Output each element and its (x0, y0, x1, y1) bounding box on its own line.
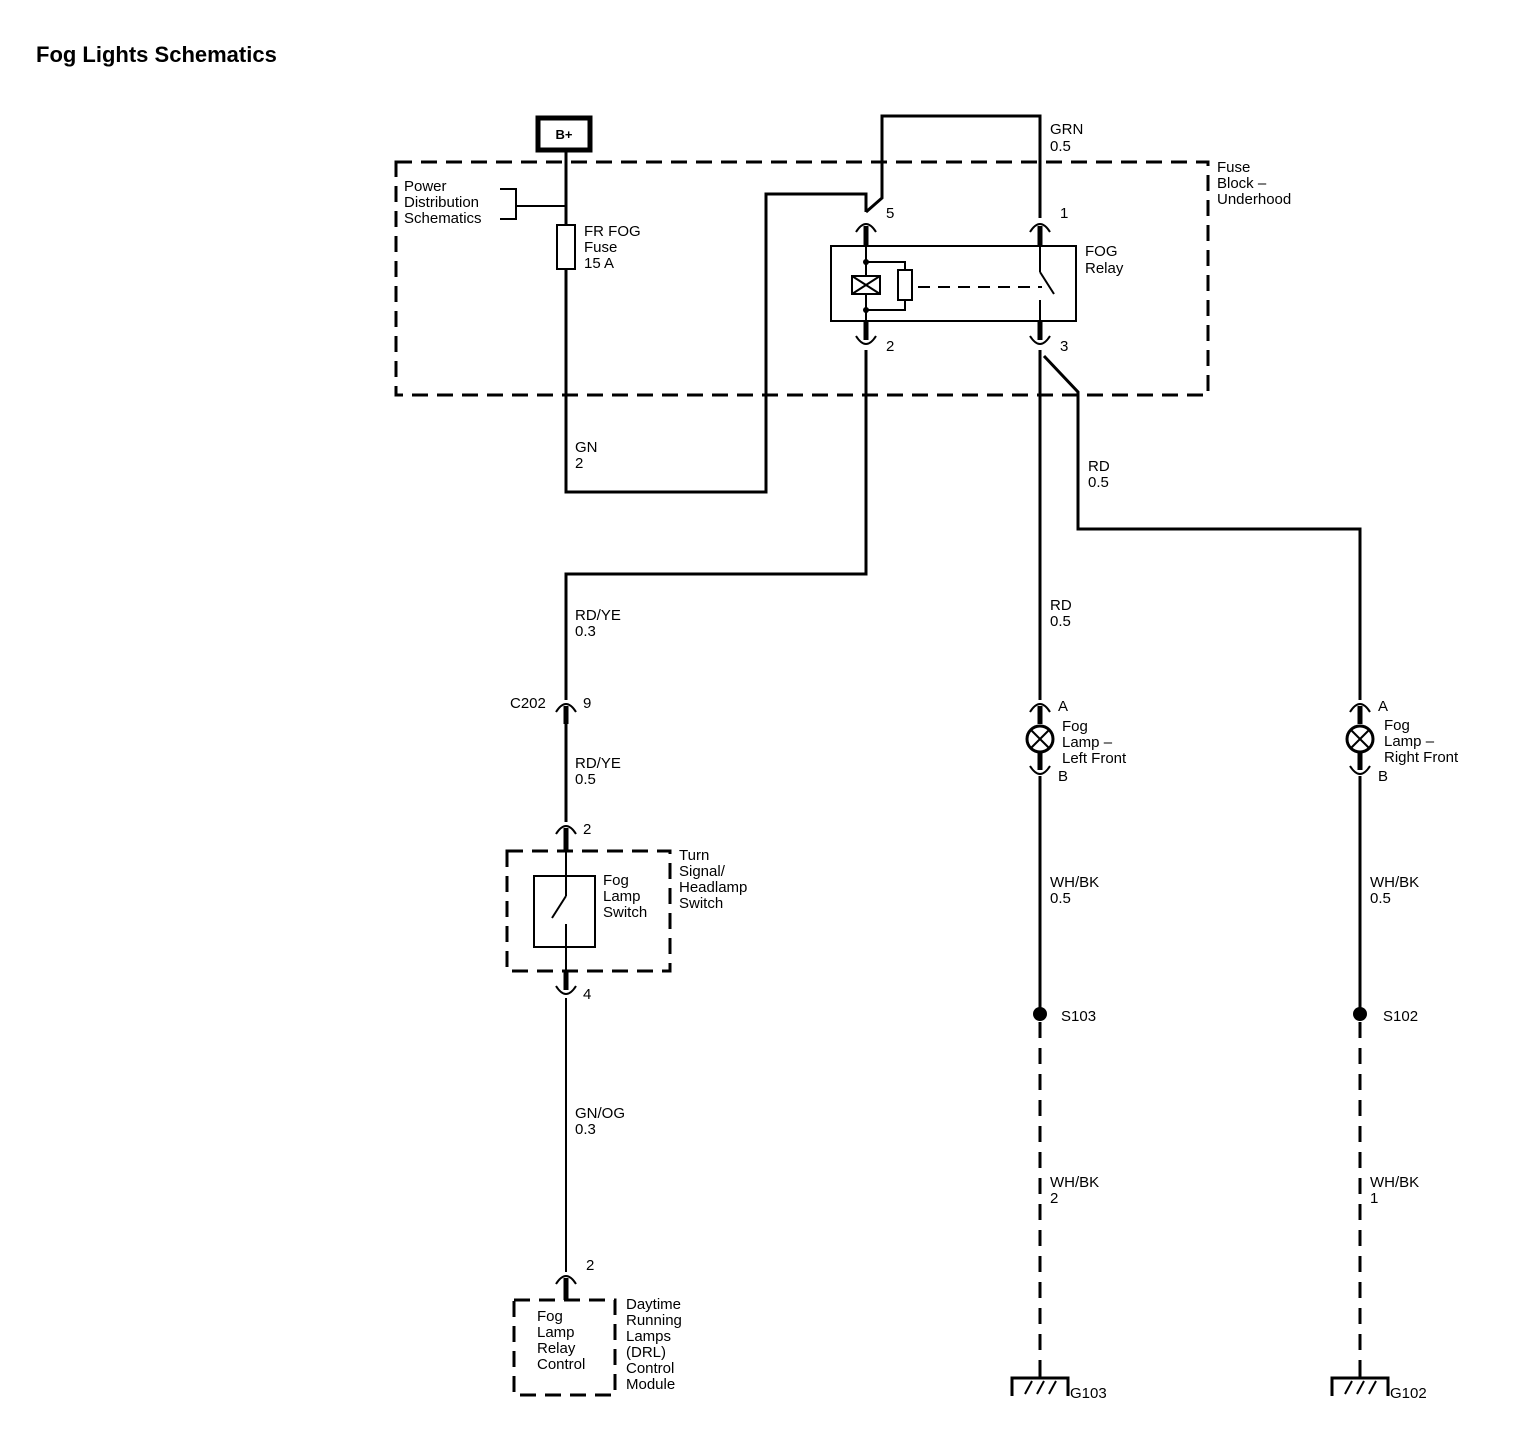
relay-coil (851, 246, 1042, 321)
wire-label-wh-bk-left: WH/BK 0.5 (1050, 874, 1103, 907)
wire-gn-2 (564, 150, 868, 494)
relay-pin-3-label: 3 (1060, 338, 1068, 355)
left-lamp-pin-a: A (1058, 698, 1068, 715)
wire-grn-05 (865, 114, 1042, 218)
splice-s102 (1353, 1007, 1367, 1021)
power-distribution-bracket (500, 188, 566, 220)
fog-lamp-switch-label: Fog Lamp Switch (603, 872, 647, 921)
battery-positive-source: B+ (535, 115, 593, 153)
switch-pin-4-label: 4 (583, 986, 591, 1003)
relay-pin-3-connector (1029, 321, 1051, 345)
relay-switch-contact (1039, 246, 1055, 321)
right-lamp-pin-b: B (1378, 768, 1388, 785)
power-distribution-label: Power Distribution Schematics (404, 178, 483, 227)
relay-pin-5-label: 5 (886, 205, 894, 222)
splice-s103 (1033, 1007, 1047, 1021)
relay-pin-2-connector (855, 321, 877, 345)
drl-control-module-boundary (512, 1298, 617, 1397)
splice-s103-label: S103 (1061, 1008, 1096, 1025)
wire-label-gn: GN 2 (575, 439, 602, 472)
left-lamp-pin-b: B (1058, 768, 1068, 785)
fog-lamp-left-front-label: Fog Lamp – Left Front (1062, 718, 1127, 767)
ground-g103-label: G103 (1070, 1385, 1107, 1402)
ground-g103-icon (1010, 1372, 1070, 1396)
wire-label-wh-bk-right-ground: WH/BK 1 (1370, 1174, 1423, 1207)
wire-label-rd-left: RD 0.5 (1050, 597, 1076, 630)
switch-pin-4-connector (555, 971, 577, 995)
wire-rd-ye-03 (564, 350, 868, 700)
drl-module-connector (555, 1275, 577, 1300)
wire-label-wh-bk-left-ground: WH/BK 2 (1050, 1174, 1103, 1207)
fog-lamp-relay-control-label: Fog Lamp Relay Control (537, 1308, 585, 1373)
page-title: Fog Lights Schematics (36, 42, 277, 67)
relay-pin-2-label: 2 (886, 338, 894, 355)
wire-label-rd-main: RD 0.5 (1088, 458, 1114, 491)
fr-fog-fuse (556, 224, 576, 270)
fog-lamp-left-front (1025, 703, 1055, 775)
wire-label-gn-og: GN/OG 0.3 (575, 1105, 629, 1138)
switch-pin-2-connector (555, 825, 577, 850)
wire-rd-right (1042, 354, 1362, 700)
fog-lamp-switch (533, 850, 596, 971)
wire-label-grn: GRN 0.5 (1050, 121, 1088, 155)
fog-lamp-right-front-label: Fog Lamp – Right Front (1384, 717, 1459, 766)
relay-pin-1-connector (1029, 223, 1051, 246)
splice-s102-label: S102 (1383, 1008, 1418, 1025)
switch-pin-2-label: 2 (583, 821, 591, 838)
right-lamp-pin-a: A (1378, 698, 1388, 715)
fog-lamp-right-front (1345, 703, 1375, 775)
drl-control-module-label: Daytime Running Lamps (DRL) Control Modu… (626, 1296, 686, 1393)
wire-label-wh-bk-right: WH/BK 0.5 (1370, 874, 1423, 907)
fuse-block-label: Fuse Block – Underhood (1217, 159, 1291, 208)
ground-g102-label: G102 (1390, 1385, 1427, 1402)
wire-label-rd-ye-lower: RD/YE 0.5 (575, 755, 625, 788)
drl-module-pin-label: 2 (586, 1257, 594, 1274)
connector-c202 (555, 703, 577, 724)
fuse-block-boundary (394, 160, 1210, 397)
turn-signal-headlamp-switch-boundary (505, 849, 672, 973)
turn-signal-headlamp-switch-label: Turn Signal/ Headlamp Switch (679, 847, 752, 912)
relay-pin-1-label: 1 (1060, 205, 1068, 222)
ground-g102-icon (1330, 1372, 1390, 1396)
connector-c202-pin: 9 (583, 695, 591, 712)
relay-pin-5-connector (855, 223, 877, 246)
fog-relay-box (830, 245, 1077, 322)
connector-c202-name: C202 (510, 695, 546, 712)
fuse-label: FR FOG Fuse 15 A (584, 223, 645, 272)
battery-positive-label: B+ (556, 127, 573, 142)
fog-relay-label: FOG Relay (1085, 243, 1124, 277)
wire-label-rd-ye-upper: RD/YE 0.3 (575, 607, 625, 640)
